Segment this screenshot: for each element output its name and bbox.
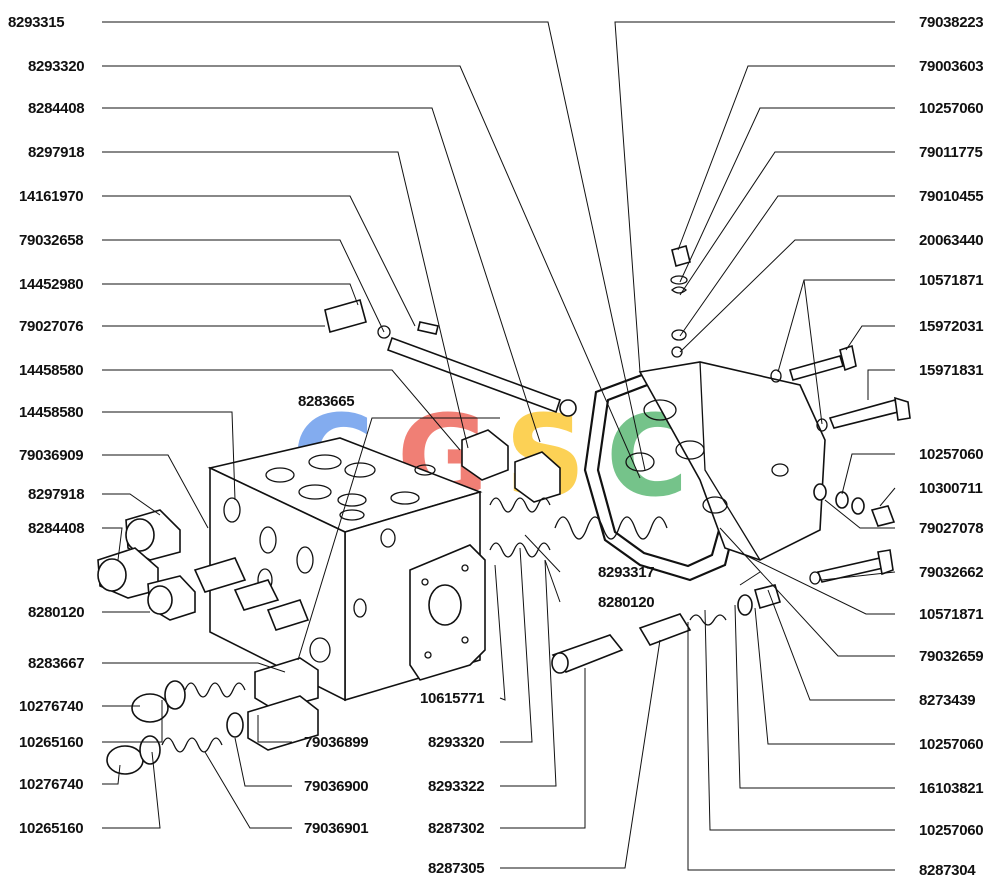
- labels-left-column: 8293315 8293320 8284408 8297918 14161970…: [8, 14, 85, 837]
- part-label: 8293322: [428, 778, 484, 795]
- part-label: 10257060: [919, 736, 983, 753]
- part-label: 79032658: [19, 232, 83, 249]
- part-label: 8297918: [28, 486, 84, 503]
- left-fittings: [97, 299, 577, 631]
- part-label: 8280120: [598, 594, 654, 611]
- part-label: 8284408: [28, 520, 84, 537]
- part-label: 79036900: [304, 778, 368, 795]
- part-label: 10257060: [919, 446, 983, 463]
- labels-center: 8283665 8293317 8280120 10615771 8293320…: [298, 393, 655, 877]
- part-label: 79027078: [919, 520, 983, 537]
- part-label: 79036909: [19, 447, 83, 464]
- part-label: 8293320: [28, 58, 84, 75]
- part-label: 10615771: [420, 690, 484, 707]
- part-label: 10257060: [919, 822, 983, 839]
- part-label: 8273439: [919, 692, 975, 709]
- part-label: 79011775: [919, 144, 983, 161]
- part-label: 8284408: [28, 100, 84, 117]
- part-label: 79032662: [919, 564, 983, 581]
- part-label: 15971831: [919, 362, 983, 379]
- part-label: 10265160: [19, 820, 83, 837]
- part-label: 8293320: [428, 734, 484, 751]
- part-label: 79027076: [19, 318, 83, 335]
- part-label: 10571871: [919, 272, 983, 289]
- part-label: 14458580: [19, 404, 83, 421]
- part-label: 14161970: [19, 188, 83, 205]
- part-label: 10265160: [19, 734, 83, 751]
- part-label: 8293317: [598, 564, 654, 581]
- labels-right-column: 79038223 79003603 10257060 79011775 7901…: [919, 14, 984, 879]
- leader-lines: [102, 21, 896, 871]
- part-label: 10257060: [919, 100, 983, 117]
- part-label: 10300711: [919, 480, 983, 497]
- part-label: 79038223: [919, 14, 983, 31]
- part-label: 20063440: [919, 232, 983, 249]
- part-label: 8283665: [298, 393, 354, 410]
- part-label: 16103821: [919, 780, 983, 797]
- part-label: 8283667: [28, 655, 84, 672]
- part-label: 10276740: [19, 776, 83, 793]
- part-label: 79010455: [919, 188, 983, 205]
- valve-block: [207, 437, 486, 702]
- part-label: 15972031: [919, 318, 983, 335]
- part-label: 8297918: [28, 144, 84, 161]
- part-label: 8287305: [428, 860, 484, 877]
- part-label: 79036899: [304, 734, 368, 751]
- center-components: [461, 429, 781, 674]
- part-label: 14452980: [19, 276, 83, 293]
- part-label: 10571871: [919, 606, 983, 623]
- lower-left-springs: [106, 657, 319, 775]
- part-label: 8293315: [8, 14, 64, 31]
- part-label: 8287304: [919, 862, 976, 879]
- part-label: 10276740: [19, 698, 83, 715]
- part-label: 8287302: [428, 820, 484, 837]
- part-label: 79036901: [304, 820, 368, 837]
- part-label: 79032659: [919, 648, 983, 665]
- part-label: 8280120: [28, 604, 84, 621]
- part-label: 14458580: [19, 362, 83, 379]
- part-label: 79003603: [919, 58, 983, 75]
